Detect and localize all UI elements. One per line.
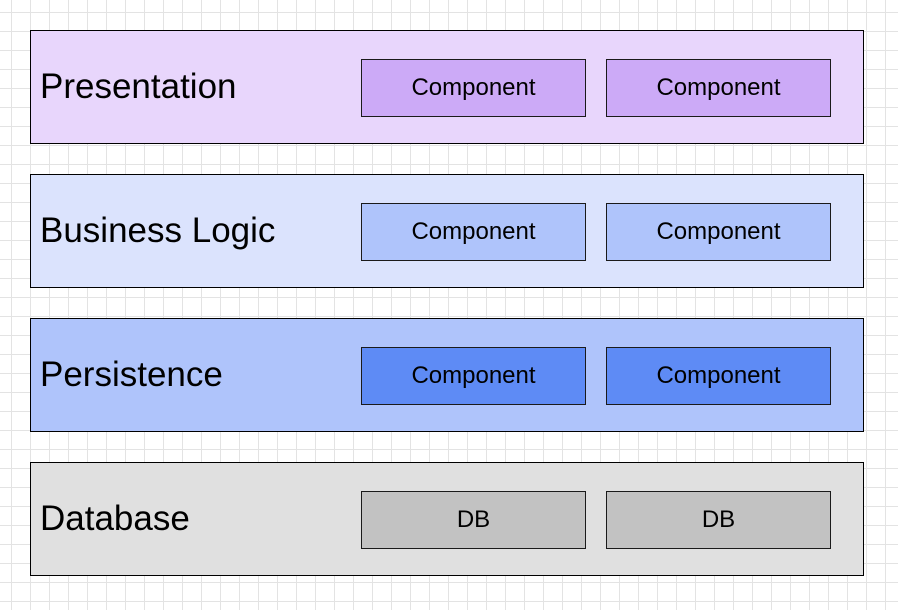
component-box[interactable]: Component (361, 203, 586, 261)
layer-database[interactable]: Database DB DB (30, 462, 864, 576)
layer-label: Persistence (40, 355, 223, 394)
layer-label: Business Logic (40, 211, 276, 250)
db-box[interactable]: DB (361, 491, 586, 549)
component-box[interactable]: Component (361, 59, 586, 117)
component-box[interactable]: Component (606, 347, 831, 405)
component-box[interactable]: Component (361, 347, 586, 405)
layer-business-logic[interactable]: Business Logic Component Component (30, 174, 864, 288)
layer-label: Presentation (40, 67, 237, 106)
layer-label: Database (40, 499, 190, 538)
layer-presentation[interactable]: Presentation Component Component (30, 30, 864, 144)
component-box[interactable]: Component (606, 59, 831, 117)
component-box[interactable]: Component (606, 203, 831, 261)
db-box[interactable]: DB (606, 491, 831, 549)
layer-persistence[interactable]: Persistence Component Component (30, 318, 864, 432)
